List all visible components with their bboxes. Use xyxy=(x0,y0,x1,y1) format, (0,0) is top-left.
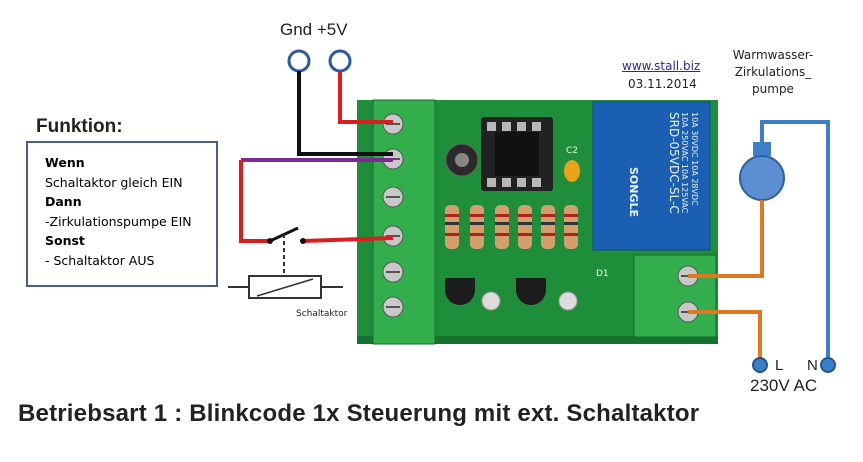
led-1 xyxy=(481,291,501,311)
then-text: -Zirkulationspumpe EIN xyxy=(45,213,192,229)
pump-icon xyxy=(739,155,785,201)
gnd-terminal xyxy=(287,49,311,73)
wire-red-right xyxy=(302,236,394,243)
n-terminal xyxy=(820,357,836,373)
wire-gnd-black xyxy=(297,71,393,156)
else-label: Sonst xyxy=(45,233,85,248)
svg-text:10A 30VDC 10A 28VDC: 10A 30VDC 10A 28VDC xyxy=(690,112,699,206)
diode-label: D1 xyxy=(596,269,609,279)
terminal-block-left xyxy=(372,99,436,345)
l-terminal xyxy=(752,357,768,373)
cap-label: C2 xyxy=(566,146,578,156)
pump-label: Warmwasser-Zirkulations_ pumpe xyxy=(732,48,814,96)
website-link[interactable]: www.stall.biz xyxy=(622,59,701,73)
svg-text:10A 250VAC 10A 125VAC: 10A 250VAC 10A 125VAC xyxy=(680,112,689,214)
l-label: L xyxy=(775,357,784,374)
else-text: - Schaltaktor AUS xyxy=(45,252,155,268)
function-heading: Funktion: xyxy=(36,116,123,137)
terminal-block-right xyxy=(633,254,717,338)
wire-orange-pump xyxy=(688,200,764,278)
n-label: N xyxy=(807,357,818,374)
supply-label: Gnd +5V xyxy=(280,20,348,39)
svg-text:SONGLE: SONGLE xyxy=(627,167,640,217)
resistors xyxy=(445,205,578,249)
wire-orange-l xyxy=(688,310,762,365)
relay-print: SRD-05VDC-SL-C 10A 250VAC 10A 125VAC 10A… xyxy=(627,112,699,217)
if-text: Schaltaktor gleich EIN xyxy=(45,174,183,190)
transistor-1 xyxy=(445,278,475,305)
function-box: Wenn Schaltaktor gleich EIN Dann -Zirkul… xyxy=(26,141,218,287)
if-label: Wenn xyxy=(45,155,85,170)
wire-red-left xyxy=(239,160,270,243)
ceramic-capacitor xyxy=(564,160,580,182)
transistor-2 xyxy=(516,278,546,305)
wire-5v-red xyxy=(338,71,393,124)
svg-text:SRD-05VDC-SL-C: SRD-05VDC-SL-C xyxy=(667,112,681,214)
pcb-shadow xyxy=(357,336,718,344)
relay xyxy=(592,101,711,251)
diagram-caption: Betriebsart 1 : Blinkcode 1x Steuerung m… xyxy=(18,400,700,427)
led-2 xyxy=(558,291,578,311)
actuator-label: Schaltaktor xyxy=(296,309,348,319)
then-label: Dann xyxy=(45,194,82,209)
date-label: 03.11.2014 xyxy=(628,77,697,91)
mains-label: 230V AC xyxy=(750,376,818,395)
wire-blue-n xyxy=(760,120,830,365)
plus5v-terminal xyxy=(328,49,352,73)
